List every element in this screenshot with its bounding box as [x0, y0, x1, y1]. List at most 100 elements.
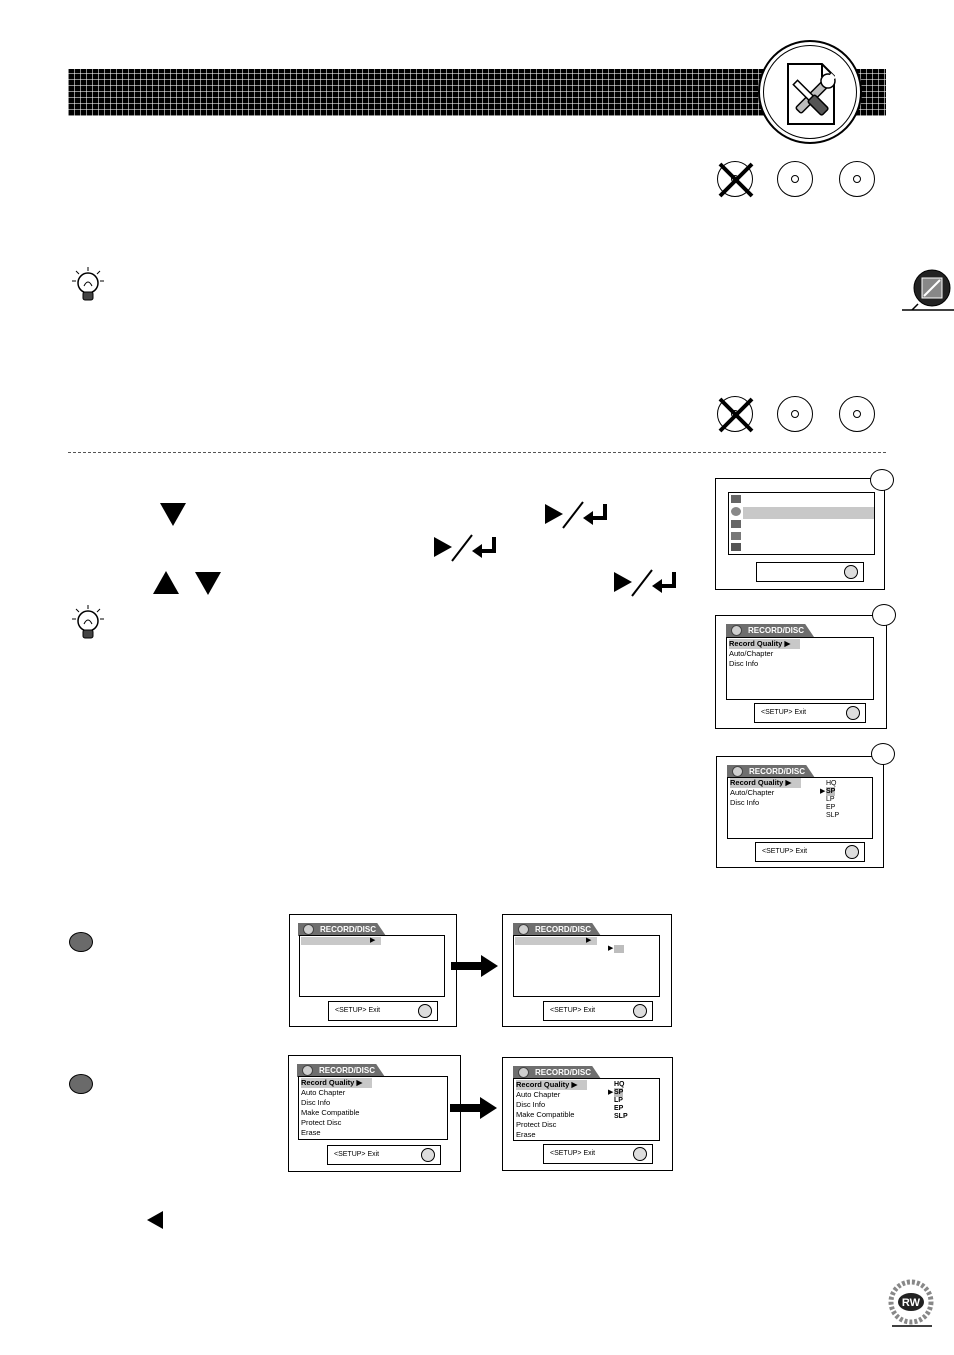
menu-item-disc-info[interactable]: Disc Info [730, 798, 760, 807]
arrow-right-icon: ▶ [586, 937, 592, 944]
disc-crossed-icon [717, 161, 754, 198]
option-hq[interactable]: HQ [826, 780, 837, 787]
menu-item-auto-chapter[interactable]: Auto/Chapter [730, 788, 775, 797]
dvd-rw-recorder-logo: RW [888, 1279, 934, 1327]
menu-item-make-compatible[interactable]: Make Compatible [516, 1110, 575, 1119]
gear-icon [518, 924, 529, 935]
gear-icon [303, 924, 314, 935]
osd-full-menu-before: RECORD/DISC Record Quality ▶ Auto Chapte… [288, 1055, 461, 1172]
menu-item-erase[interactable]: Erase [516, 1130, 536, 1139]
menu-item-record-quality[interactable]: Record Quality ▶ [301, 1078, 373, 1088]
option-pointer-icon: ▶ [820, 788, 826, 795]
osd-header-tab: RECORD/DISC [298, 923, 386, 936]
menu-item-record-quality[interactable]: Record Quality ▶ [729, 639, 801, 649]
footer-text: <SETUP> Exit [550, 1007, 596, 1014]
option-highlight [614, 945, 624, 953]
osd-record-quality-options: RECORD/DISC Record Quality ▶ Auto/Chapte… [716, 743, 895, 868]
menu-item-disc-info[interactable]: Disc Info [301, 1098, 331, 1107]
callout-bubble [872, 604, 896, 626]
option-sp[interactable]: SP [614, 1088, 624, 1097]
menu-highlight [301, 937, 381, 945]
menu-item-auto-chapter[interactable]: Auto Chapter [301, 1088, 346, 1097]
disc-crossed-icon [717, 396, 754, 433]
arrow-right-icon [450, 1097, 497, 1119]
footer-text: <SETUP> Exit [761, 709, 807, 716]
menu-highlight [743, 507, 874, 519]
gear-icon [518, 1067, 529, 1078]
option-ep[interactable]: EP [614, 1105, 624, 1112]
option-ep[interactable]: EP [826, 804, 836, 811]
footer-text: <SETUP> Exit [762, 848, 808, 855]
osd-setup-main [715, 469, 894, 590]
nav-keys-icon [844, 565, 858, 579]
nav-keys-icon [845, 845, 859, 859]
osd-footer: <SETUP> Exit [754, 703, 866, 723]
option-slp[interactable]: SLP [614, 1113, 628, 1120]
osd-header-tab: RECORD/DISC [297, 1064, 385, 1077]
option-slp[interactable]: SLP [826, 812, 840, 819]
triangle-down-icon [195, 572, 221, 595]
option-sp[interactable]: SP [826, 787, 836, 796]
osd-header-tab: RECORD/DISC [513, 923, 601, 936]
nav-keys-icon [633, 1147, 647, 1161]
osd-footer: <SETUP> Exit [328, 1001, 438, 1021]
menu-icon-audio [731, 543, 741, 551]
disc-icon [839, 396, 875, 432]
osd-full-menu-after: RECORD/DISC Record Quality ▶ Auto Chapte… [502, 1057, 673, 1171]
svg-text:RW: RW [902, 1297, 921, 1309]
menu-item-protect-disc[interactable]: Protect Disc [301, 1118, 342, 1127]
nav-keys-icon [418, 1004, 432, 1018]
osd-footer [756, 562, 864, 582]
osd-example-before: RECORD/DISC ▶ <SETUP> Exit [289, 914, 457, 1027]
osd-footer: <SETUP> Exit [327, 1145, 441, 1165]
arrow-right-icon [451, 955, 498, 977]
menu-item-record-quality[interactable]: Record Quality ▶ [516, 1080, 588, 1090]
menu-item-erase[interactable]: Erase [301, 1128, 321, 1137]
menu-item-auto-chapter[interactable]: Auto/Chapter [729, 649, 774, 658]
step-marker [69, 932, 93, 952]
option-lp[interactable]: LP [614, 1097, 623, 1104]
disc-icon [839, 161, 875, 197]
header-band [68, 69, 886, 116]
disc-icon [777, 161, 813, 197]
footer-text: <SETUP> Exit [335, 1007, 381, 1014]
section-divider [68, 452, 886, 453]
menu-item-auto-chapter[interactable]: Auto Chapter [516, 1090, 561, 1099]
tools-icon [787, 63, 836, 125]
gear-icon [732, 766, 743, 777]
gear-icon [731, 625, 742, 636]
nav-keys-icon [421, 1148, 435, 1162]
menu-item-disc-info[interactable]: Disc Info [729, 659, 759, 668]
triangle-up-icon [153, 571, 179, 594]
gear-icon [302, 1065, 313, 1076]
osd-footer: <SETUP> Exit [543, 1144, 653, 1164]
osd-footer: <SETUP> Exit [755, 842, 865, 862]
callout-bubble [870, 469, 894, 491]
menu-item-make-compatible[interactable]: Make Compatible [301, 1108, 360, 1117]
option-lp[interactable]: LP [826, 796, 835, 803]
disc-icon [777, 396, 813, 432]
menu-icon-disc [731, 495, 741, 503]
menu-item-protect-disc[interactable]: Protect Disc [516, 1120, 557, 1129]
menu-highlight [515, 937, 597, 945]
menu-icon-tools [731, 532, 741, 540]
arrow-right-icon: ▶ [370, 937, 376, 944]
osd-header-tab: RECORD/DISC [513, 1066, 601, 1079]
menu-icon-language [731, 520, 741, 528]
lightbulb-icon [72, 267, 104, 301]
menu-item-record-quality[interactable]: Record Quality ▶ [730, 778, 802, 788]
footer-text: <SETUP> Exit [334, 1151, 380, 1158]
osd-header-tab: RECORD/DISC [727, 765, 815, 778]
nav-keys-icon [846, 706, 860, 720]
menu-item-disc-info[interactable]: Disc Info [516, 1100, 546, 1109]
option-pointer-icon: ▶ [608, 945, 614, 952]
setup-side-tab-icon [902, 269, 954, 311]
osd-example-after: RECORD/DISC ▶ ▶ <SETUP> Exit [502, 914, 672, 1027]
footer-text: <SETUP> Exit [550, 1150, 596, 1157]
option-hq[interactable]: HQ [614, 1081, 625, 1088]
triangle-down-icon [160, 503, 186, 526]
step-marker [69, 1074, 93, 1094]
setup-emblem [758, 40, 862, 144]
play-enter-icon [545, 501, 607, 529]
osd-header-tab: RECORD/DISC [726, 624, 814, 637]
